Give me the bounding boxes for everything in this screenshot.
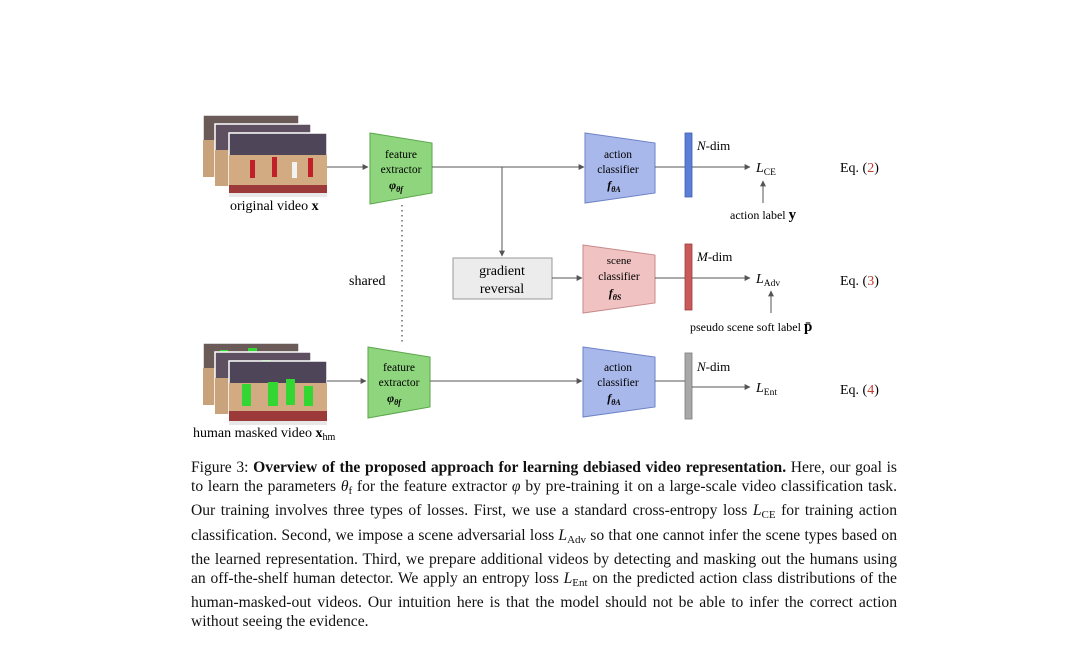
masked-video-label: human masked video xhm	[193, 426, 335, 443]
output-bar-ndim-top	[684, 132, 693, 198]
output-bar-mdim	[684, 243, 693, 311]
action-classifier-top-line1: action	[604, 149, 632, 161]
caption-text-1: Here, our goal is to learn the parameter…	[191, 459, 897, 496]
caption-loss-ent-sub: Ent	[572, 577, 588, 590]
caption-loss-ce-symbol: L	[752, 502, 762, 520]
feature-extractor-bottom-line2: extractor	[379, 377, 420, 389]
caption-text-4: for training action classification. Seco…	[191, 502, 897, 544]
caption-theta: θ	[340, 478, 349, 496]
caption-figure-label: Figure 3:	[191, 459, 254, 476]
scene-classifier-line1: scene	[607, 255, 632, 267]
feature-extractor-bottom-param: φθf	[387, 391, 402, 407]
feature-extractor-top-line2: extractor	[381, 164, 422, 176]
caption-text-5: so that one cannot infer the scene types…	[191, 526, 897, 588]
masked-frame-front	[228, 360, 328, 426]
scene-classifier: scene classifier fθS	[582, 244, 656, 314]
action-classifier-bottom: action classifier fθA	[582, 346, 656, 418]
action-classifier-bottom-line1: action	[604, 362, 632, 374]
pseudo-scene-label: pseudo scene soft label p̄	[690, 319, 812, 335]
original-video-label: original video x	[230, 199, 319, 214]
gradient-reversal-box: gradient reversal	[452, 257, 553, 300]
loss-ce: LCE	[755, 161, 776, 178]
output-bar-ndim-bottom	[684, 352, 693, 420]
ndim-label-top: N-dim	[696, 138, 730, 153]
scene-classifier-param: fθS	[609, 286, 622, 302]
action-classifier-bottom-line2: classifier	[597, 377, 639, 389]
caption-loss-adv-sub: Adv	[567, 533, 587, 546]
caption-text-3: by pre-training it on a large-scale vide…	[191, 478, 897, 520]
caption-loss-ent-symbol: L	[563, 570, 573, 588]
action-classifier-bottom-param: fθA	[607, 391, 621, 407]
loss-adv: LAdv	[755, 272, 780, 289]
action-classifier-top-line2: classifier	[597, 164, 639, 176]
caption-theta-sub: f	[348, 485, 353, 498]
action-classifier-top: action classifier fθA	[584, 132, 656, 204]
feature-extractor-top: feature extractor φθf	[369, 132, 433, 205]
caption-text-2: for the feature extractor	[352, 478, 512, 496]
caption-phi: φ	[511, 478, 521, 496]
eq4-reference[interactable]: Eq. (4)	[840, 383, 879, 398]
gradient-reversal-line2: reversal	[480, 282, 524, 297]
loss-ent: LEnt	[755, 381, 777, 398]
feature-extractor-top-line1: feature	[385, 149, 417, 161]
figure-svg: original video x human masked vide	[193, 114, 879, 443]
mdim-label: M-dim	[696, 249, 732, 264]
figure-diagram: original video x human masked vide	[193, 114, 879, 443]
shared-label: shared	[349, 274, 386, 289]
action-classifier-top-param: fθA	[607, 178, 621, 194]
feature-extractor-bottom: feature extractor φθf	[367, 346, 431, 419]
caption-bold-title: Overview of the proposed approach for le…	[253, 459, 787, 476]
caption-loss-ce-sub: CE	[761, 509, 776, 522]
feature-extractor-bottom-line1: feature	[383, 362, 415, 374]
caption-loss-adv-symbol: L	[558, 526, 568, 544]
masked-video-stack	[202, 342, 328, 426]
figure-caption: Figure 3: Overview of the proposed appro…	[191, 458, 897, 632]
eq2-reference[interactable]: Eq. (2)	[840, 161, 879, 176]
original-video-stack	[202, 114, 328, 198]
action-label: action label y	[730, 207, 797, 223]
caption-text-6: on the predicted action class distributi…	[191, 570, 897, 631]
gradient-reversal-line1: gradient	[479, 264, 525, 279]
video-frame-front	[228, 132, 328, 198]
ndim-label-bottom: N-dim	[696, 359, 730, 374]
feature-extractor-top-param: φθf	[389, 178, 404, 194]
eq3-reference[interactable]: Eq. (3)	[840, 274, 879, 289]
scene-classifier-line2: classifier	[598, 271, 640, 283]
